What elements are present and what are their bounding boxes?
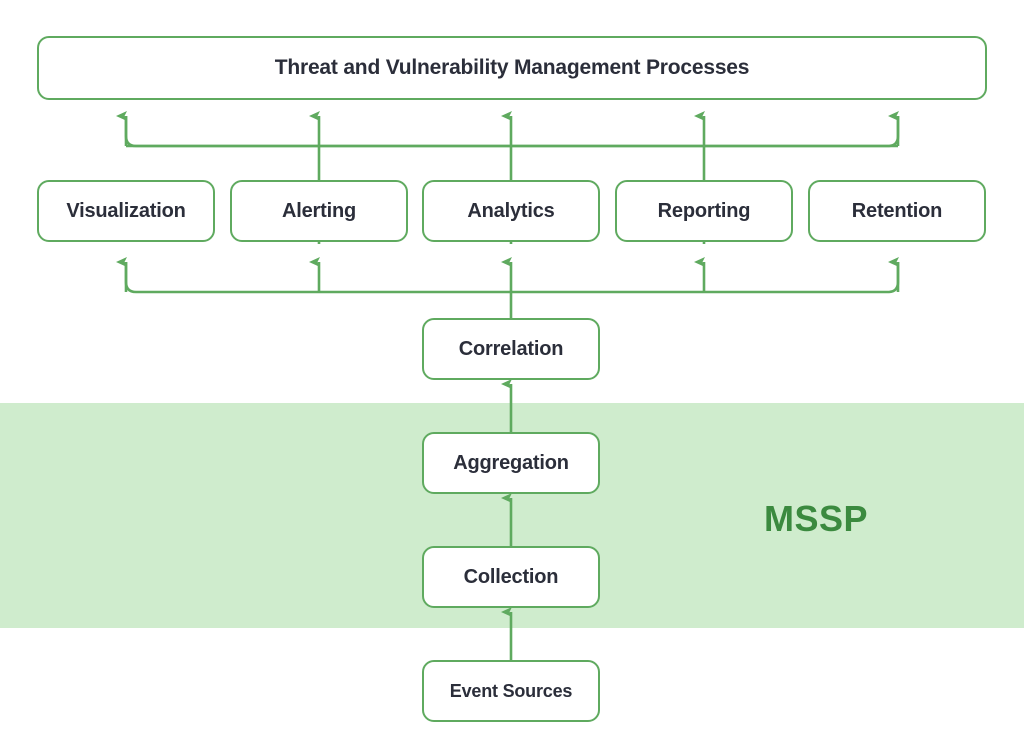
node-label: Retention <box>851 199 943 222</box>
node-label: Event Sources <box>449 680 573 701</box>
node-retention[interactable]: Retention <box>808 180 986 242</box>
node-reporting[interactable]: Reporting <box>615 180 793 242</box>
node-label: Visualization <box>66 199 186 222</box>
node-label: Correlation <box>458 337 564 360</box>
node-label: Alerting <box>282 199 356 222</box>
connector-bus-to-top-process <box>116 111 900 148</box>
node-label: Reporting <box>657 199 751 222</box>
node-label: Aggregation <box>453 451 569 474</box>
node-alerting[interactable]: Alerting <box>230 180 408 242</box>
node-correlation[interactable]: Correlation <box>422 318 600 380</box>
connector-bus-to-capabilities <box>116 257 900 294</box>
node-analytics[interactable]: Analytics <box>422 180 600 242</box>
node-label: Collection <box>463 565 559 588</box>
node-event-sources[interactable]: Event Sources <box>422 660 600 722</box>
mssp-band-label: MSSP <box>764 498 869 539</box>
node-label: Threat and Vulnerability Management Proc… <box>274 56 750 79</box>
node-label: Analytics <box>467 199 555 222</box>
node-visualization[interactable]: Visualization <box>37 180 215 242</box>
node-collection[interactable]: Collection <box>422 546 600 608</box>
node-aggregation[interactable]: Aggregation <box>422 432 600 494</box>
node-threat-and-vulnerability-management-processes[interactable]: Threat and Vulnerability Management Proc… <box>37 36 987 100</box>
